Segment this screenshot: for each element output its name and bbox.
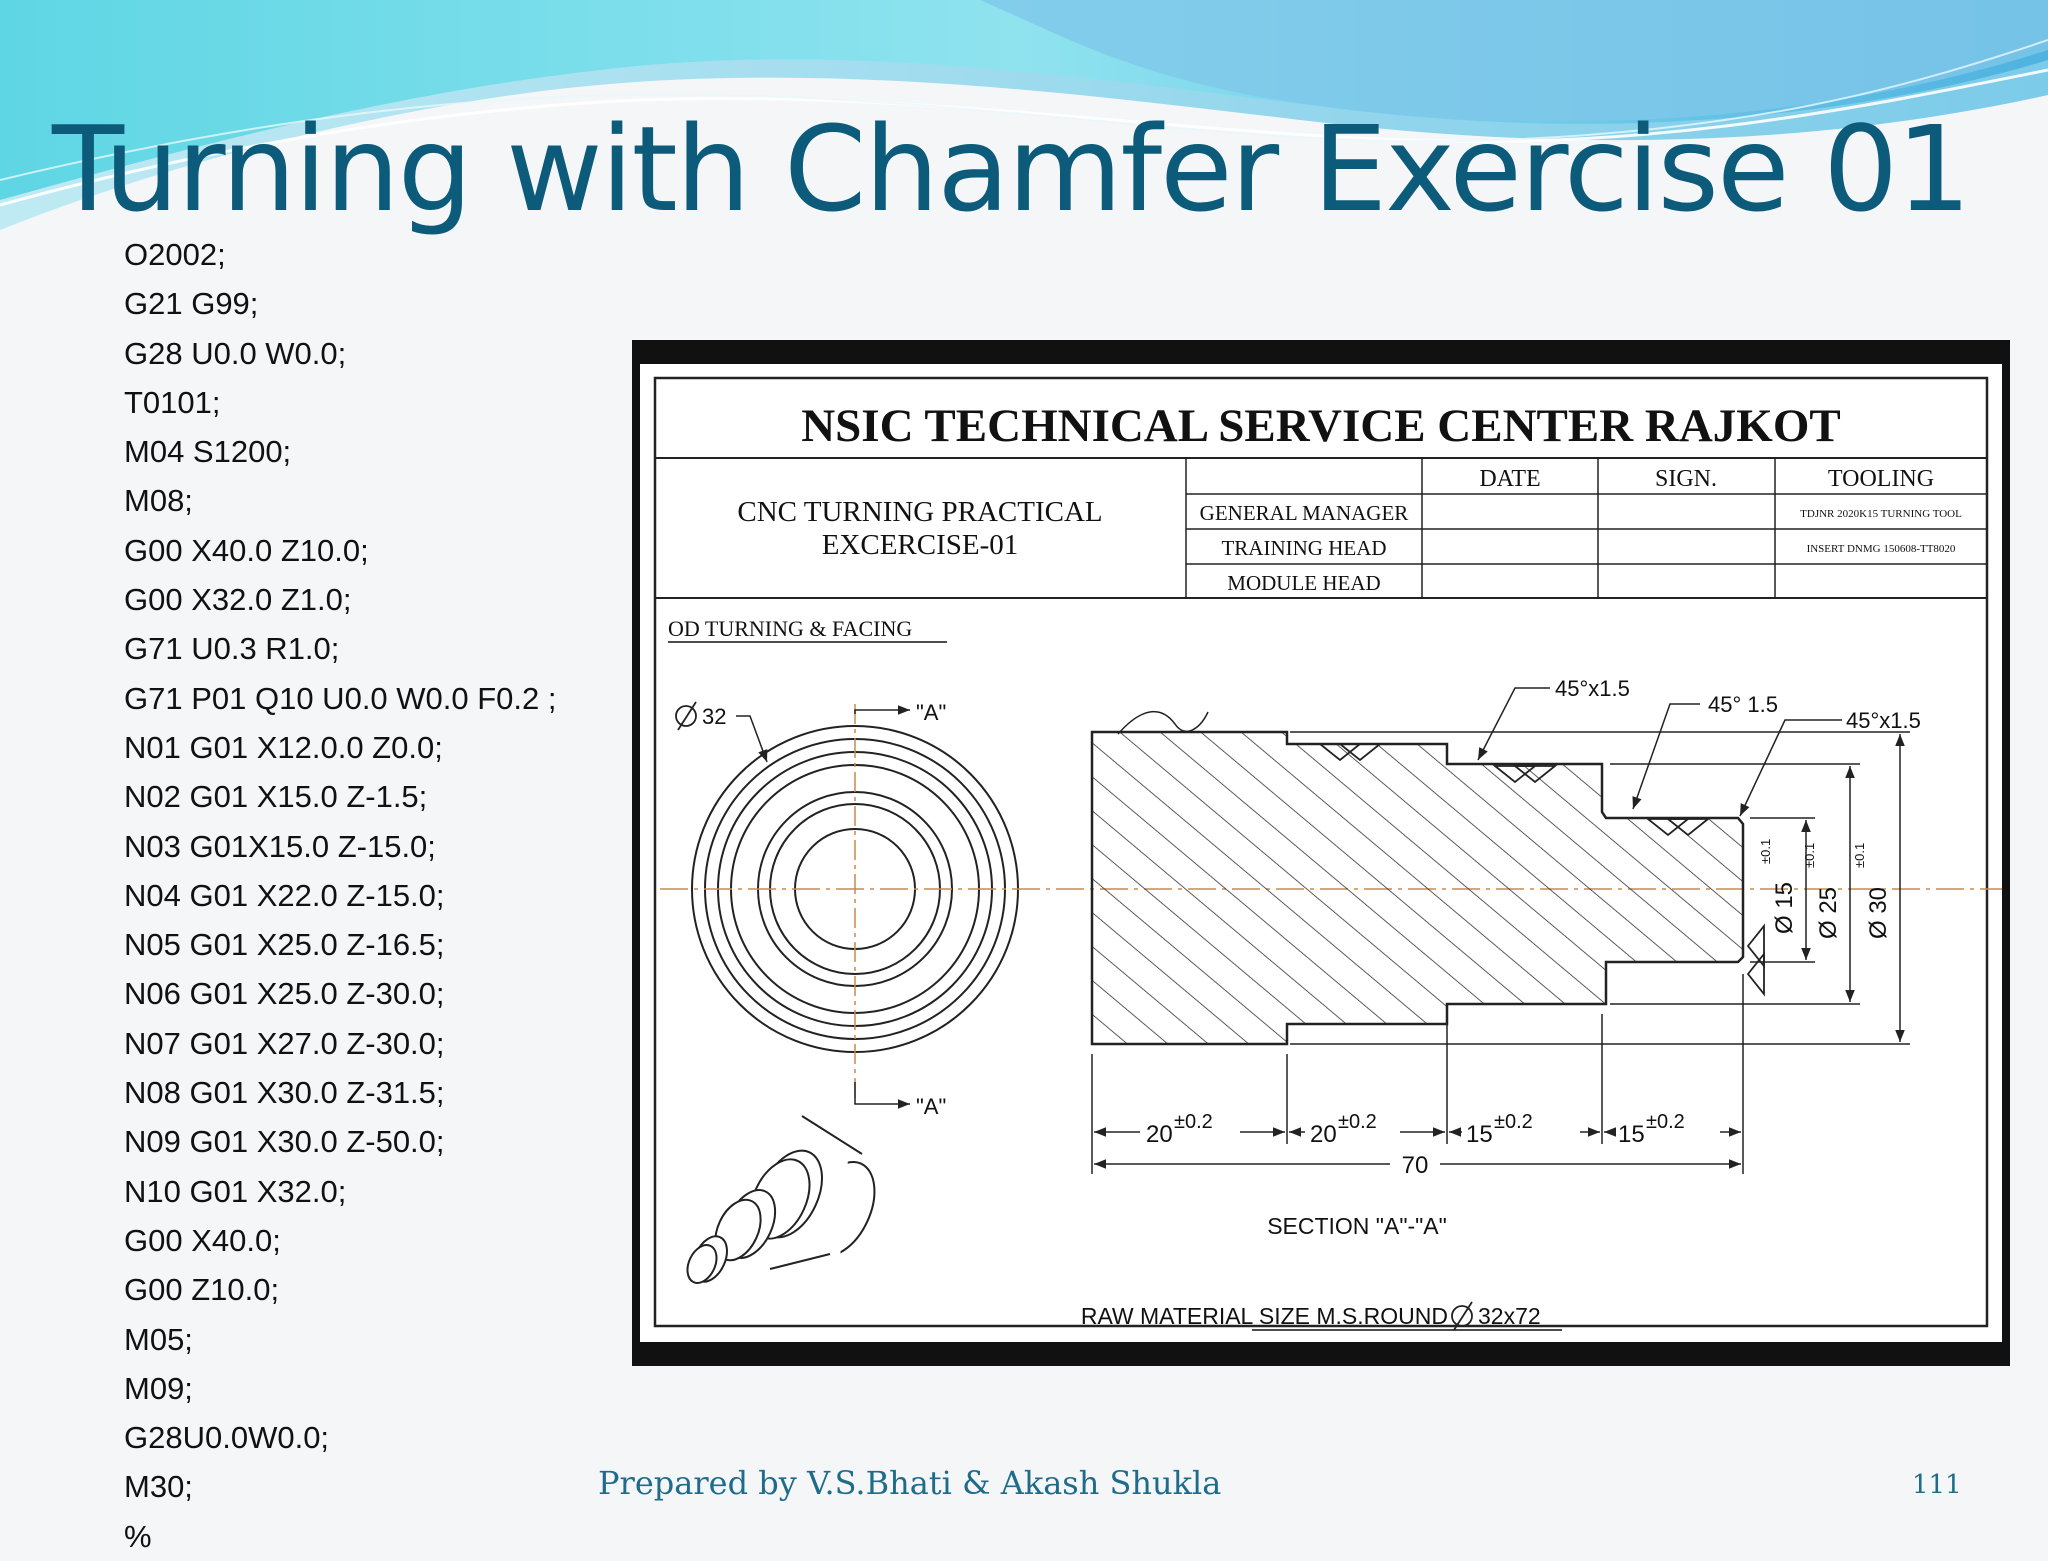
code-line: T0101; [124, 384, 221, 420]
code-line: G28 U0.0 W0.0; [124, 335, 347, 371]
drawing-border [653, 376, 1989, 1328]
code-line: N03 G01X15.0 Z-15.0; [124, 828, 436, 864]
length-dim-2: 20 [1310, 1121, 1337, 1148]
code-line: N10 G01 X32.0; [124, 1173, 347, 1209]
role-module-head: MODULE HEAD [1227, 571, 1380, 595]
footer-author: Prepared by V.S.Bhati & Akash Shukla [598, 1464, 1222, 1502]
page-number: 111 [1912, 1470, 1962, 1500]
code-line: N04 G01 X22.0 Z-15.0; [124, 877, 445, 913]
code-line: G00 X32.0 Z1.0; [124, 582, 352, 618]
section-mark-top: "A" [916, 700, 946, 725]
code-line: M09; [124, 1370, 193, 1406]
length-dim-3: 15 [1466, 1121, 1493, 1148]
code-line: G28U0.0W0.0; [124, 1420, 330, 1456]
code-line: N01 G01 X12.0.0 Z0.0; [124, 729, 443, 765]
section-profile [1090, 730, 1745, 1046]
diameter-15-tolerance: ±0.1 [1758, 839, 1773, 864]
code-line: M30; [124, 1469, 193, 1505]
code-line: G00 Z10.0; [124, 1272, 280, 1308]
code-line: G00 X40.0 Z10.0; [124, 532, 369, 568]
raw-material-size: 32x72 [1478, 1303, 1541, 1329]
tooling-insert: INSERT DNMG 150608-TT8020 [1807, 543, 1956, 555]
code-line: G21 G99; [124, 286, 259, 322]
section-view-label: SECTION "A"-"A" [1267, 1213, 1447, 1239]
slide-title: Turning with Chamfer Exercise 01 [52, 100, 1971, 238]
practical-title-line1: CNC TURNING PRACTICAL [737, 496, 1102, 528]
engineering-drawing: NSIC TECHNICAL SERVICE CENTER RAJKOT CNC… [640, 364, 2010, 1342]
end-view-diameter: 32 [702, 704, 726, 729]
diameter-25-label: Ø 25 [1815, 887, 1842, 939]
code-line: N05 G01 X25.0 Z-16.5; [124, 927, 445, 963]
diameter-25-tolerance: ±0.1 [1802, 843, 1817, 868]
code-line: M04 S1200; [124, 434, 292, 470]
header-wave-decoration [0, 0, 2048, 230]
diameter-15-label: Ø 15 [1771, 882, 1798, 934]
code-line: G71 P01 Q10 U0.0 W0.0 F0.2 ; [124, 680, 557, 716]
tooling-turning-tool: TDJNR 2020K15 TURNING TOOL [1800, 508, 1962, 520]
drawing-header: NSIC TECHNICAL SERVICE CENTER RAJKOT [801, 400, 1841, 452]
length-dim-4: 15 [1618, 1121, 1645, 1148]
length-tol-4: ±0.2 [1646, 1111, 1685, 1133]
chamfer-callout-3: 45°x1.5 [1846, 708, 1921, 733]
diameter-symbol [675, 701, 697, 731]
code-line: G00 X40.0; [124, 1222, 281, 1258]
section-mark-bottom: "A" [916, 1094, 946, 1119]
raw-material-diameter-symbol [1451, 1301, 1473, 1331]
column-tooling: TOOLING [1828, 466, 1934, 492]
length-tol-2: ±0.2 [1338, 1111, 1377, 1133]
raw-material-label: RAW MATERIAL SIZE M.S.ROUND [1081, 1303, 1448, 1329]
engineering-drawing-frame: NSIC TECHNICAL SERVICE CENTER RAJKOT CNC… [632, 340, 2010, 1366]
code-line: O2002; [124, 237, 226, 272]
code-line: N09 G01 X30.0 Z-50.0; [124, 1124, 445, 1160]
code-line: % [124, 1518, 152, 1554]
length-tol-1: ±0.2 [1174, 1111, 1213, 1133]
code-line: N06 G01 X25.0 Z-30.0; [124, 976, 445, 1012]
code-line: N08 G01 X30.0 Z-31.5; [124, 1075, 445, 1111]
length-dim-1: 20 [1146, 1121, 1173, 1148]
practical-title-line2: EXCERCISE-01 [822, 529, 1019, 561]
code-line: N02 G01 X15.0 Z-1.5; [124, 779, 428, 815]
overall-length: 70 [1402, 1152, 1429, 1179]
length-tol-3: ±0.2 [1494, 1111, 1533, 1133]
chamfer-callout-2: 45° 1.5 [1708, 692, 1778, 717]
isometric-view [686, 1109, 876, 1284]
code-line: N07 G01 X27.0 Z-30.0; [124, 1025, 445, 1061]
chamfer-callout-1: 45°x1.5 [1555, 676, 1630, 701]
drawing-canvas: NSIC TECHNICAL SERVICE CENTER RAJKOT CNC… [653, 376, 2010, 1331]
diameter-30-label: Ø 30 [1865, 887, 1892, 939]
column-date: DATE [1479, 466, 1540, 492]
operation-label: OD TURNING & FACING [668, 616, 912, 641]
diameter-30-tolerance: ±0.1 [1852, 843, 1867, 868]
cnc-program-listing: O2002; G21 G99; G28 U0.0 W0.0; T0101; M0… [124, 230, 557, 1561]
role-training-head: TRAINING HEAD [1221, 536, 1386, 560]
code-line: G71 U0.3 R1.0; [124, 631, 340, 667]
column-sign: SIGN. [1655, 466, 1717, 492]
role-general-manager: GENERAL MANAGER [1200, 501, 1409, 525]
code-line: M08; [124, 483, 193, 519]
code-line: M05; [124, 1321, 193, 1357]
